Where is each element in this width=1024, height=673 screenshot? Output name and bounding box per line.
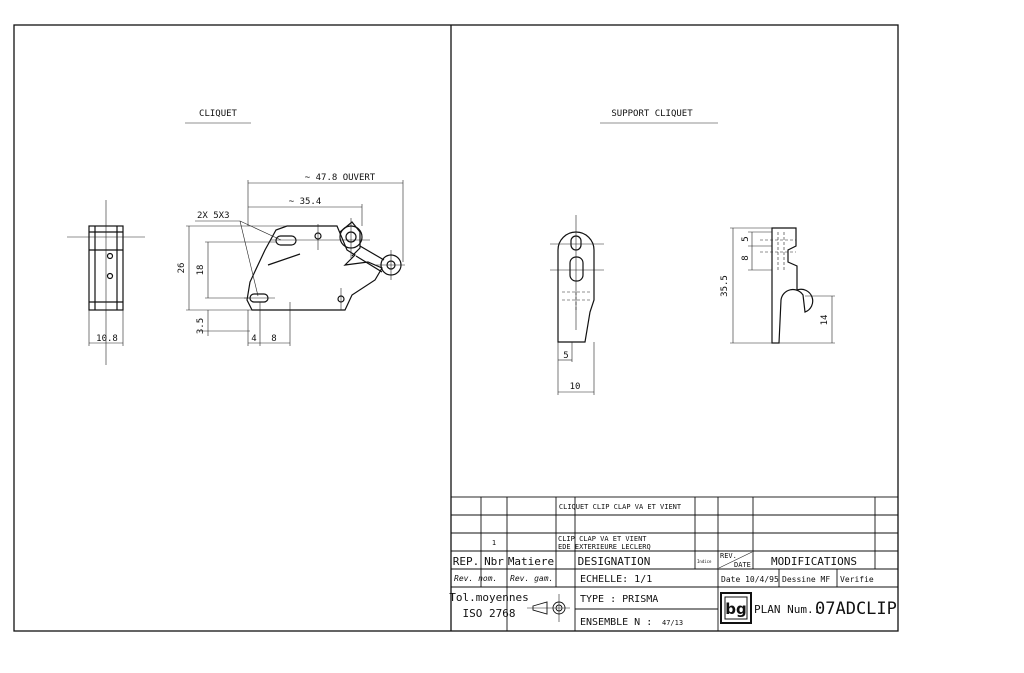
cliquet-inner-height-dim: 18 [196, 265, 206, 276]
cliquet-title: CLIQUET [199, 109, 238, 119]
cliquet-offset-dim: 3.5 [196, 318, 206, 334]
cliquet-link-bar-top [359, 245, 385, 261]
cliquet-holes-callout: 2X 5X3 [197, 211, 230, 221]
cliquet-side-hole-top [106, 252, 114, 260]
tb-part-designation: CLIQUET CLIP CLAP VA ET VIENT [559, 503, 682, 511]
tb-header-designation: DESIGNATION [578, 555, 651, 568]
cliquet-inner-edge [267, 253, 301, 266]
support-side-hidden-lines [760, 232, 796, 270]
support-height-dim: 35.5 [720, 275, 730, 297]
tb-header-matiere: Matiere [508, 555, 554, 568]
support-front-outline [557, 231, 595, 343]
support-view: SUPPORT CLIQUET 5 10 35.5 [550, 109, 835, 395]
support-side-view: 35.5 5 8 14 [720, 227, 835, 344]
tb-part-desc-1: CLIP CLAP VA ET VIENT [558, 535, 647, 543]
tb-ensemble-value: 47/13 [662, 619, 683, 627]
bg-logo: bg [720, 592, 752, 624]
support-side-outline [771, 227, 814, 344]
cliquet-lever-arm [339, 221, 361, 257]
tb-dessine: Dessine MF [782, 575, 830, 584]
svg-text:bg: bg [725, 600, 746, 618]
cliquet-slot-top [275, 235, 297, 246]
cliquet-holes-leader-2 [239, 220, 259, 297]
tb-header-indice: Indice [697, 559, 712, 564]
support-slot-lower [569, 256, 584, 282]
tb-verifie: Verifie [840, 575, 874, 584]
cliquet-side-hole-bottom [106, 272, 114, 280]
tb-header-rev-slash [718, 551, 753, 569]
tb-type: TYPE : PRISMA [580, 594, 658, 605]
cliquet-dim-8: 8 [271, 334, 276, 344]
tb-rev-gam: Rev. gam. [510, 574, 553, 583]
support-dim-14: 14 [820, 315, 830, 326]
cliquet-view: CLIQUET 10.8 [67, 109, 405, 365]
support-dim-5: 5 [563, 351, 568, 361]
support-front-view: 5 10 [550, 215, 604, 395]
cliquet-holes-leader-1 [239, 220, 282, 241]
tb-header-rep: REP. [453, 555, 480, 568]
cliquet-width-dim: 10.8 [96, 334, 118, 344]
cliquet-height-dim: 26 [177, 263, 187, 274]
support-dim-top-8: 8 [741, 255, 751, 260]
title-block: CLIQUET CLIP CLAP VA ET VIENT 1 CLIP CLA… [449, 496, 899, 632]
projection-symbol-icon [527, 594, 570, 622]
tb-tolerance-2: ISO 2768 [463, 607, 516, 620]
support-title: SUPPORT CLIQUET [611, 109, 693, 119]
tb-ensemble-label: ENSEMBLE N : [580, 617, 652, 628]
cliquet-open-length-dim: ~ 47.8 OUVERT [305, 173, 376, 183]
tb-header-rev: REV. [720, 552, 737, 560]
tb-echelle: ECHELLE: 1/1 [580, 574, 652, 585]
tb-header-date: DATE [734, 561, 751, 569]
support-dim-10: 10 [570, 382, 581, 392]
support-dim-top-5: 5 [741, 236, 751, 241]
cliquet-length-dim: ~ 35.4 [289, 197, 322, 207]
tb-plan-value: 07ADCLIP [815, 599, 897, 619]
tb-part-desc-2: EDE EXTERIEURE LECLERQ [558, 543, 651, 551]
tb-part-qty: 1 [492, 539, 496, 547]
cliquet-front-view: ~ 47.8 OUVERT ~ 35.4 2X 5X3 26 18 3.5 [177, 173, 405, 346]
sheet-border [13, 24, 899, 632]
cliquet-dim-4: 4 [251, 334, 256, 344]
cliquet-side-view: 10.8 [67, 200, 145, 365]
tb-header-nbr: Nbr [484, 555, 504, 568]
tb-header-modifications: MODIFICATIONS [771, 555, 857, 568]
cliquet-link-bar-bottom [355, 255, 383, 273]
title-block-frame [450, 496, 899, 632]
tb-plan-label: PLAN Num.: [754, 603, 820, 616]
tb-rev-nom: Rev. nom. [454, 574, 497, 583]
tb-date: Date 10/4/95 [721, 575, 779, 584]
tb-tolerance-1: Tol.moyennes [449, 591, 528, 604]
